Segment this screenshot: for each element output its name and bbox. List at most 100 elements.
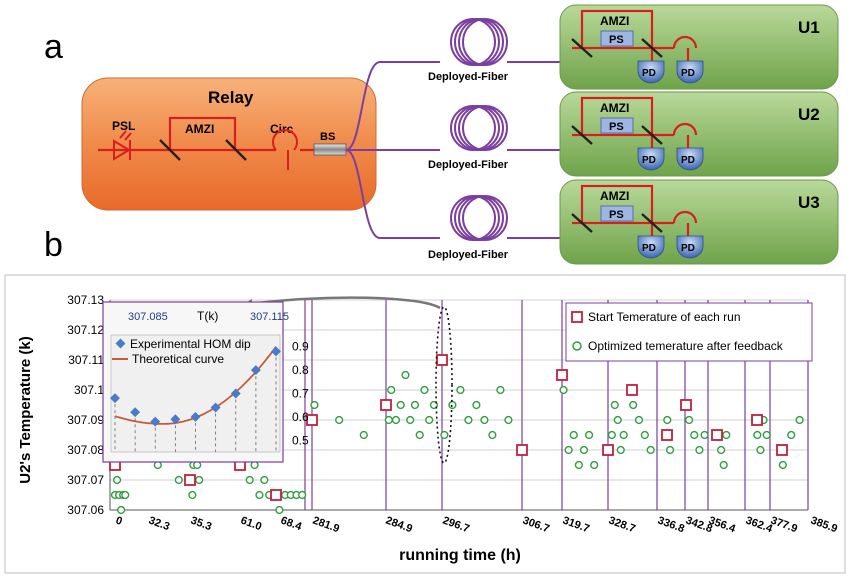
inset-legend-theoretical: Theoretical curve (132, 352, 224, 366)
amzi-label: AMZI (185, 122, 214, 136)
optimized-temp-point (401, 370, 410, 380)
user-splitter-right-icon (641, 38, 663, 58)
optimized-temp-point (778, 460, 787, 470)
photodetector-icon (676, 60, 704, 84)
start-temp-point (380, 399, 392, 411)
optimized-temp-point (387, 385, 396, 395)
optimized-temp-point (456, 385, 465, 395)
photodetector-label: PD (681, 155, 695, 166)
user-splitter-left-icon (571, 38, 593, 58)
y-tick-label: 307.1 (74, 383, 104, 397)
photodetector-icon (637, 235, 665, 259)
inset-title: T(k) (197, 309, 218, 323)
inset-legend-experimental: Experimental HOM dip (130, 337, 251, 351)
optimized-temp-point (359, 430, 368, 440)
start-temp-point (270, 489, 282, 501)
optimized-temp-point (610, 400, 619, 410)
psl-laser-icon (113, 130, 132, 161)
highlight-arrow (247, 296, 441, 310)
optimized-temp-point (384, 415, 393, 425)
inset-right-tick-label: 0.8 (292, 363, 309, 377)
y-tick-label: 307.13 (67, 293, 104, 307)
optimized-temp-point (464, 415, 473, 425)
user-amzi-label: AMZI (600, 189, 629, 203)
user-box-bg (559, 179, 839, 265)
optimized-temp-point (787, 430, 796, 440)
inset-top-label-left: 307.085 (128, 311, 168, 323)
experimental-hom-point (250, 365, 261, 376)
optimized-temp-point (310, 400, 319, 410)
y-tick-label: 307.12 (67, 323, 104, 337)
optimized-temp-point (410, 400, 420, 410)
optimized-temp-point (504, 415, 513, 425)
fiber-label-3: Deployed-Fiber (428, 249, 509, 261)
optimized-temp-point (616, 445, 625, 455)
y-tick-label: 307.11 (68, 353, 104, 367)
optimized-temp-point (613, 415, 622, 425)
user-name-label: U3 (798, 193, 820, 212)
user-amzi-label: AMZI (600, 101, 629, 115)
photodetector-label: PD (681, 68, 695, 79)
optimized-temp-point (391, 415, 401, 425)
experimental-hom-point (230, 388, 241, 399)
optimized-temp-point (584, 430, 594, 440)
user-amzi-label: AMZI (600, 14, 629, 28)
optimized-temp-point (619, 430, 628, 440)
user-name-label: U1 (798, 18, 820, 37)
experimental-hom-point (130, 407, 141, 418)
fiber-label-2: Deployed-Fiber (428, 159, 509, 171)
start-temp-point (751, 414, 763, 426)
optimized-temp-point (717, 445, 726, 455)
experimental-hom-point (150, 416, 161, 427)
optimized-temp-point (255, 490, 264, 500)
y-axis-title: U2's Temperature (k) (17, 336, 34, 484)
optimized-temp-point (406, 415, 415, 425)
user-optical-path (572, 96, 698, 148)
optimized-temp-point (569, 430, 578, 440)
photodetector-icon (676, 147, 704, 171)
panel-a-label: a (44, 28, 63, 66)
fiber-label-1: Deployed-Fiber (428, 71, 509, 83)
relay-box: Relay PSL AMZI Circ BS (81, 77, 377, 211)
phase-shifter-label: PS (609, 121, 624, 133)
fiber-coil-3-icon (450, 195, 508, 241)
optimized-temp-point (480, 415, 489, 425)
fiber-network (345, 18, 573, 241)
optimized-temp-point (665, 445, 675, 455)
experimental-hom-point (210, 402, 221, 413)
start-temp-point (556, 369, 568, 381)
psl-label: PSL (112, 119, 135, 133)
optimized-temp-point (298, 490, 307, 500)
photodetector-icon (637, 147, 665, 171)
inset-top-label-right: 307.115 (250, 311, 289, 323)
inset-right-tick-label: 0.7 (292, 387, 309, 401)
legend-circle-marker (572, 341, 582, 351)
start-temp-point (184, 474, 196, 486)
legend-square-marker (571, 311, 583, 323)
optimized-temp-point (564, 445, 573, 455)
legend-box (565, 302, 813, 362)
optimized-temp-point (629, 400, 638, 410)
user-splitter-right-icon (641, 125, 663, 145)
user-name-label: U2 (798, 105, 820, 124)
optimized-temp-point (245, 475, 254, 485)
phase-shifter-box (600, 205, 634, 222)
optimized-temp-point (396, 400, 405, 410)
optimized-temp-point (646, 445, 655, 455)
phase-shifter-box (600, 117, 634, 134)
phase-shifter-label: PS (609, 34, 624, 46)
photodetector-icon (637, 60, 665, 84)
bs-label: BS (320, 131, 335, 143)
photodetector-label: PD (642, 243, 656, 254)
y-tick-label: 307.07 (67, 473, 104, 487)
start-temp-point (626, 384, 638, 396)
relay-title: Relay (208, 88, 254, 107)
experimental-hom-point (170, 414, 181, 425)
user-splitter-left-icon (571, 125, 593, 145)
highlight-ellipse (435, 306, 453, 464)
optimized-temp-point (590, 460, 599, 470)
start-temp-point (602, 444, 614, 456)
